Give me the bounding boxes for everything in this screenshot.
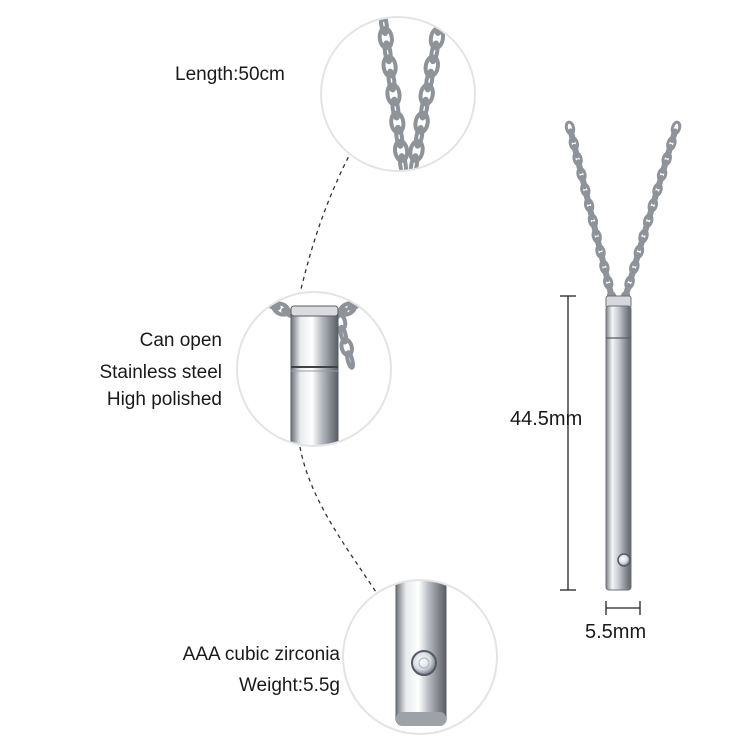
chain-link xyxy=(398,153,408,171)
chain-link xyxy=(587,205,595,221)
chain-link xyxy=(591,221,599,236)
chain-link xyxy=(628,267,636,283)
zirconia-stone-icon xyxy=(411,650,437,676)
chain-link xyxy=(602,267,610,283)
chain-link xyxy=(408,153,420,171)
chain-link xyxy=(418,82,435,107)
chain-link xyxy=(394,124,405,149)
chain-link xyxy=(656,174,664,190)
width-dimension xyxy=(605,601,641,615)
chain-link xyxy=(338,324,349,345)
height-dimension xyxy=(560,295,576,591)
chain-length-label: Length:50cm xyxy=(175,64,285,85)
chain-link xyxy=(393,138,410,163)
width-dimension-label: 5.5mm xyxy=(585,621,647,643)
chain-link xyxy=(408,139,425,163)
stone-feature-label: AAA cubic zirconia xyxy=(182,644,340,665)
chain-link xyxy=(568,128,576,144)
chain-link xyxy=(413,110,430,135)
chain-link xyxy=(381,54,398,79)
chain-link xyxy=(632,252,641,267)
chain-link xyxy=(423,54,440,79)
clasp-feature-2-label: Stainless steel xyxy=(99,362,222,383)
chain-link xyxy=(373,17,391,22)
weight-label: Weight:5.5g xyxy=(238,675,340,696)
pendant-full-view xyxy=(564,120,682,591)
chain-link xyxy=(385,82,402,107)
chain-link xyxy=(419,96,430,121)
clasp-feature-1-label: Can open xyxy=(139,330,222,351)
height-dimension-label: 44.5mm xyxy=(510,408,583,430)
chain-link xyxy=(429,40,440,65)
chain-link xyxy=(433,17,451,22)
chain-link xyxy=(345,350,355,370)
chain-link xyxy=(637,236,645,252)
clasp-closeup-circle xyxy=(237,292,391,446)
chain-link xyxy=(579,174,588,190)
chain-link xyxy=(646,205,655,221)
chain-link xyxy=(642,221,650,236)
chain-link xyxy=(424,68,435,93)
chain-link xyxy=(660,159,669,174)
chain-link xyxy=(386,68,397,93)
chain-link xyxy=(413,124,425,149)
stone-closeup-circle xyxy=(343,580,497,734)
chain-link xyxy=(377,26,394,51)
chain-link xyxy=(669,128,678,143)
chain-link xyxy=(594,236,603,252)
chain-link xyxy=(651,190,659,205)
chain-link xyxy=(390,96,401,121)
chain-link xyxy=(575,159,584,174)
chain-link xyxy=(252,292,272,308)
clasp-feature-3-label: High polished xyxy=(106,389,222,410)
dashed-connector xyxy=(299,149,379,596)
chain-link xyxy=(271,301,291,317)
chain-link xyxy=(598,252,607,267)
chain-link xyxy=(389,110,406,135)
chain-link xyxy=(583,190,591,205)
chain-link xyxy=(378,17,389,37)
chain-link xyxy=(382,40,393,65)
chain-link xyxy=(572,143,580,159)
chain-link xyxy=(665,143,673,159)
